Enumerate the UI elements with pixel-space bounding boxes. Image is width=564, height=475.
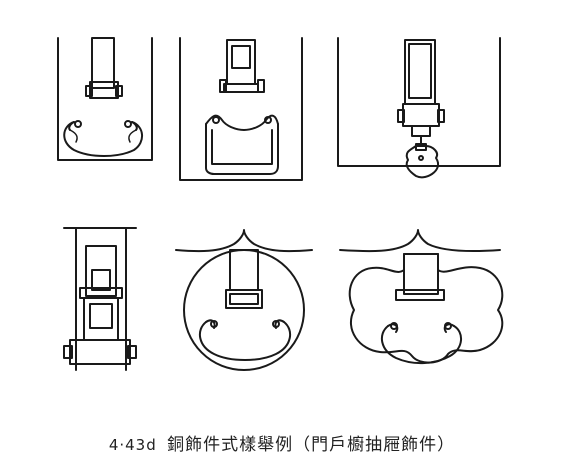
fig-b-square-bail-pull	[179, 37, 303, 181]
fig-f-cloud-ring-pull	[339, 229, 504, 364]
fig-c-hasp-pendant	[337, 37, 501, 179]
figure-caption: 4·43d 銅飾件式樣舉例（門戶櫥抽屜飾件）	[0, 430, 564, 455]
fig-e-round-ring-pull	[175, 229, 313, 371]
fig-a-bail-pull	[57, 37, 153, 161]
fig-d-hasp-plate	[63, 227, 137, 371]
figure-number: 4·43d	[108, 436, 157, 454]
figure-title: 銅飾件式樣舉例（門戶櫥抽屜飾件）	[167, 435, 456, 455]
